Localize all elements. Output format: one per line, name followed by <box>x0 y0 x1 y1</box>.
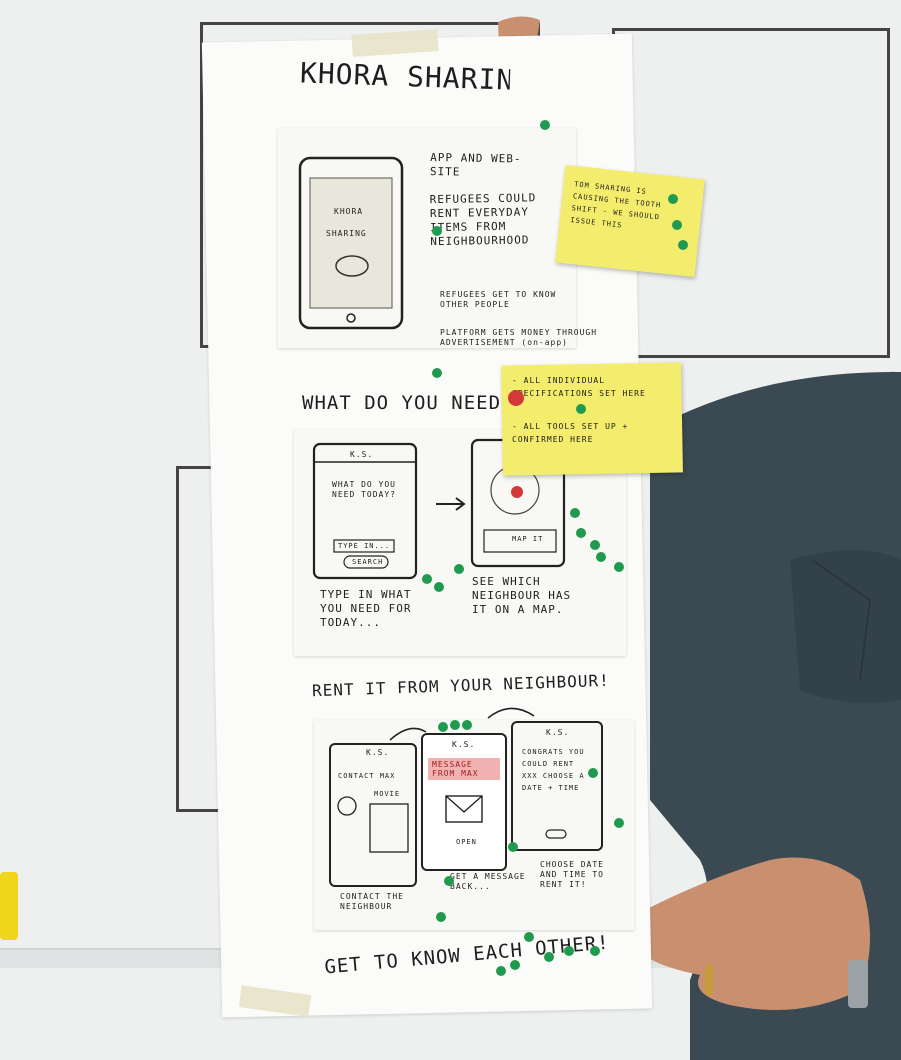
s3-screen1-header: K.S. <box>366 748 390 757</box>
phone-label-line1: KHORA <box>334 207 364 216</box>
vote-dot <box>510 960 520 970</box>
vote-dot <box>590 946 600 956</box>
s2-screen1-input: TYPE IN... <box>338 542 391 550</box>
s2-screen1-header: K.S. <box>350 450 374 459</box>
vote-dot <box>432 368 442 378</box>
s2-caption-right: SEE WHICH NEIGHBOUR HAS IT ON A MAP. <box>472 575 572 616</box>
vote-dot <box>434 582 444 592</box>
vote-dot <box>570 508 580 518</box>
vote-dot <box>564 946 574 956</box>
vote-dot <box>496 966 506 976</box>
eraser <box>0 872 18 940</box>
vote-dot <box>672 220 682 230</box>
s3-screen3-header: K.S. <box>546 728 570 737</box>
vote-dot <box>432 226 442 236</box>
s2-screen1-button: SEARCH <box>352 558 384 566</box>
vote-dot <box>590 540 600 550</box>
vote-dot <box>438 722 448 732</box>
vote-dot <box>508 842 518 852</box>
vote-dot <box>614 562 624 572</box>
phone-label-line2: SHARING <box>326 229 367 238</box>
s3-screen2-open: OPEN <box>456 838 477 846</box>
sticky-note-2-line1: - ALL INDIVIDUAL SPECIFICATIONS SET HERE <box>512 376 646 398</box>
vote-dot <box>614 818 624 828</box>
vote-dot <box>544 952 554 962</box>
s2-caption-left: TYPE IN WHAT YOU NEED FOR TODAY... <box>320 588 412 629</box>
s3-screen1-sub: MOVIE <box>374 790 401 798</box>
vote-dot <box>588 768 598 778</box>
vote-dot <box>454 564 464 574</box>
s3-screen1-title: CONTACT MAX <box>338 772 396 780</box>
s3-screen2-banner: MESSAGE FROM MAX <box>432 760 479 778</box>
vote-dot <box>596 552 606 562</box>
bullet-3: REFUGEES GET TO KNOW OTHER PEOPLE <box>440 290 557 309</box>
vote-dot-red <box>508 390 524 406</box>
vote-dot <box>462 720 472 730</box>
vote-dot <box>450 720 460 730</box>
s3-caption2: GET A MESSAGE BACK... <box>450 872 526 891</box>
vote-dot <box>422 574 432 584</box>
vote-dot <box>678 240 688 250</box>
s3-screen2-header: K.S. <box>452 740 476 749</box>
s2-screen2-button: MAP IT <box>512 535 544 543</box>
vote-dot <box>436 912 446 922</box>
vote-dot <box>524 932 534 942</box>
vote-dot <box>576 528 586 538</box>
s3-caption1: CONTACT THE NEIGHBOUR <box>340 892 404 911</box>
bullet-4: PLATFORM GETS MONEY THROUGH ADVERTISEMEN… <box>440 328 598 347</box>
s3-caption3: CHOOSE DATE AND TIME TO RENT IT! <box>540 860 604 889</box>
sticky-note-2-line2: - ALL TOOLS SET UP + CONFIRMED HERE <box>512 422 629 444</box>
s2-screen1-text: WHAT DO YOU NEED TODAY? <box>332 480 396 499</box>
s3-screen3-text: CONGRATS YOU COULD RENT XXX CHOOSE A DAT… <box>522 748 585 792</box>
vote-dot <box>576 404 586 414</box>
vote-dot <box>540 120 550 130</box>
section2-heading: WHAT DO YOU NEED? <box>302 392 514 414</box>
vote-dot <box>444 876 454 886</box>
vote-dot <box>668 194 678 204</box>
